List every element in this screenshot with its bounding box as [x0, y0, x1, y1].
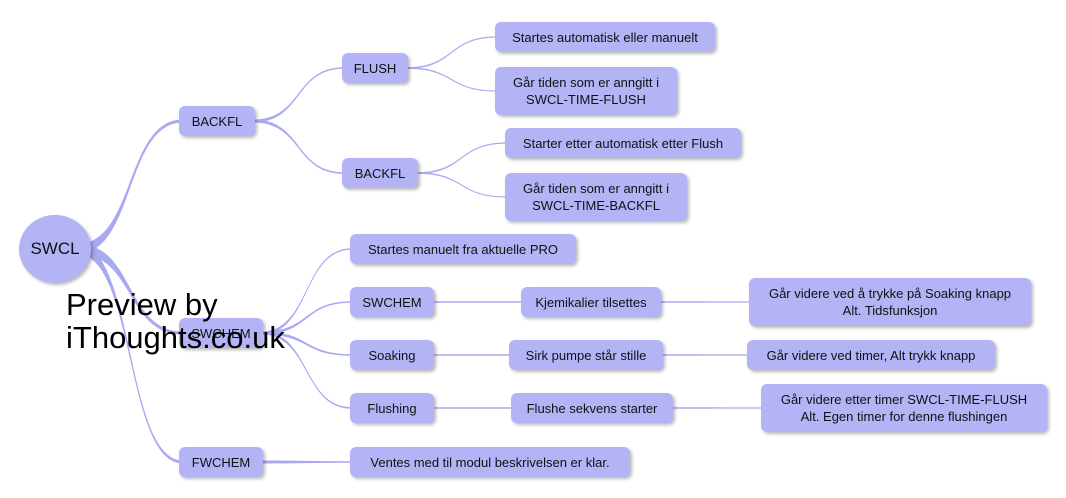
link-flushing-seq: [432, 407, 513, 409]
link-backfl-time: [416, 172, 507, 198]
node-backfl-start[interactable]: Starter etter automatisk etter Flush: [505, 128, 741, 158]
node-timer-button[interactable]: Går videre ved timer, Alt trykk knapp: [747, 340, 995, 370]
node-soaking[interactable]: Soaking: [350, 340, 434, 370]
link-seq-next: [671, 407, 763, 409]
link-sub-chem: [432, 301, 523, 303]
link-fwchem-wait: [261, 460, 352, 464]
link-root-backfl: [77, 119, 183, 254]
link-soak-pump: [432, 354, 511, 356]
link-backfl-start: [416, 142, 507, 174]
node-swchem[interactable]: SWCHEM: [179, 318, 263, 348]
link-root-fwchem: [77, 244, 183, 464]
node-backfl-time[interactable]: Går tiden som er anngitt i SWCL-TIME-BAC…: [505, 173, 687, 221]
node-flush-time[interactable]: Går tiden som er anngitt i SWCL-TIME-FLU…: [495, 67, 677, 115]
node-flush[interactable]: FLUSH: [342, 53, 408, 83]
link-backfl-backfl: [253, 119, 344, 174]
link-swchem-soaking: [261, 331, 352, 356]
node-swchem-manual-start[interactable]: Startes manuelt fra aktuelle PRO: [350, 234, 576, 264]
node-backfl-sub[interactable]: BACKFL: [342, 158, 418, 188]
node-fwchem[interactable]: FWCHEM: [179, 447, 263, 477]
link-swchem-manual: [261, 248, 352, 335]
node-soaking-button[interactable]: Går videre ved å trykke på Soaking knapp…: [749, 278, 1031, 326]
node-flush-start[interactable]: Startes automatisk eller manuelt: [495, 22, 715, 52]
root-node-swcl[interactable]: SWCL: [19, 215, 91, 283]
link-root-swchem: [77, 244, 183, 335]
node-swchem-sub[interactable]: SWCHEM: [350, 287, 434, 317]
node-backfl[interactable]: BACKFL: [179, 106, 255, 136]
link-flush-start: [406, 36, 497, 69]
node-pump-stopped[interactable]: Sirk pumpe står stille: [509, 340, 663, 370]
node-flush-sequence[interactable]: Flushe sekvens starter: [511, 393, 673, 423]
link-chem-next: [659, 301, 751, 303]
link-backfl-flush: [253, 67, 344, 123]
link-pump-next: [661, 354, 749, 356]
node-awaiting-description[interactable]: Ventes med til modul beskrivelsen er kla…: [350, 447, 630, 477]
node-chemicals-added[interactable]: Kjemikalier tilsettes: [521, 287, 661, 317]
node-flushing[interactable]: Flushing: [350, 393, 434, 423]
node-flush-timer[interactable]: Går videre etter timer SWCL-TIME-FLUSH A…: [761, 384, 1047, 432]
link-flush-time: [406, 67, 497, 92]
root-label: SWCL: [30, 239, 80, 258]
link-swchem-sub: [261, 301, 352, 335]
link-swchem-flushing: [261, 331, 352, 409]
